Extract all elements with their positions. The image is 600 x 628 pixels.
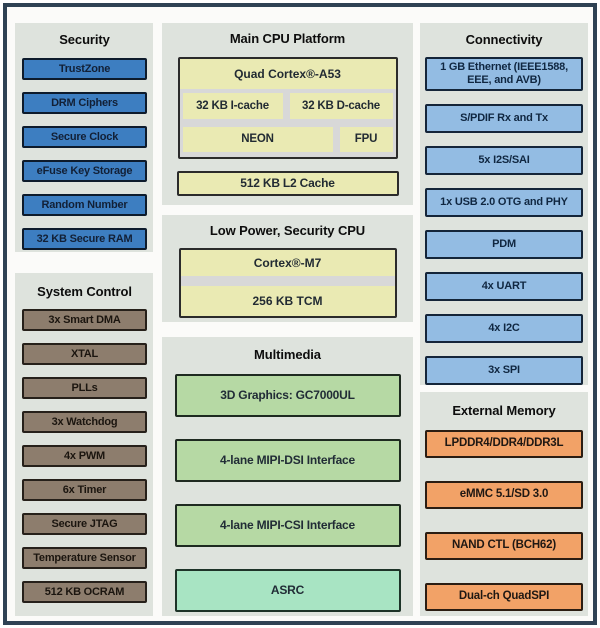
- connectivity-block: PDM: [425, 230, 583, 259]
- panel-connectivity: Connectivity 1 GB Ethernet (IEEE1588, EE…: [420, 23, 588, 385]
- multimedia-block: 4-lane MIPI-CSI Interface: [174, 504, 401, 547]
- connectivity-block: 4x I2C: [425, 314, 583, 343]
- external-memory-block: Dual-ch QuadSPI: [425, 583, 583, 611]
- multimedia-block-list: 3D Graphics: GC7000UL 4-lane MIPI-DSI Int…: [162, 374, 413, 612]
- connectivity-block: S/PDIF Rx and Tx: [425, 104, 583, 133]
- system-control-block: 3x Smart DMA: [22, 309, 147, 331]
- panel-system-control: System Control 3x Smart DMA XTAL PLLs 3x Wa…: [15, 273, 153, 616]
- low-power-panel-title: Low Power, Security CPU: [209, 223, 366, 238]
- external-memory-block: LPDDR4/DDR4/DDR3L: [425, 430, 583, 458]
- connectivity-block: 1 GB Ethernet (IEEE1588, EEE, and AVB): [425, 57, 583, 91]
- system-control-block-list: 3x Smart DMA XTAL PLLs 3x Watchdog 4x PWM 6x …: [22, 309, 147, 603]
- connectivity-block-list: 1 GB Ethernet (IEEE1588, EEE, and AVB) S/…: [425, 57, 583, 385]
- system-control-block: 512 KB OCRAM: [22, 581, 147, 603]
- icache-cell: 32 KB I-cache: [182, 93, 283, 119]
- external-memory-panel-title: External Memory: [452, 403, 556, 418]
- fpu-cell: FPU: [339, 126, 393, 152]
- system-control-block: Temperature Sensor: [22, 547, 147, 569]
- multimedia-block: 4-lane MIPI-DSI Interface: [174, 439, 401, 482]
- security-block: Secure Clock: [22, 126, 147, 148]
- security-block: 32 KB Secure RAM: [22, 228, 147, 250]
- external-memory-block: eMMC 5.1/SD 3.0: [425, 481, 583, 509]
- main-cpu-panel-title: Main CPU Platform: [229, 31, 346, 46]
- connectivity-block: 3x SPI: [425, 356, 583, 385]
- security-block: DRM Ciphers: [22, 92, 147, 114]
- multimedia-panel-title: Multimedia: [254, 347, 321, 362]
- right-column: Connectivity 1 GB Ethernet (IEEE1588, EE…: [420, 23, 588, 616]
- center-column: Main CPU Platform Quad Cortex®-A53 32 KB…: [162, 23, 413, 616]
- cpu-inner-grid: 32 KB I-cache 32 KB D-cache NEON FPU: [179, 89, 396, 157]
- divider-band: [180, 276, 395, 286]
- system-control-panel-title: System Control: [37, 284, 132, 299]
- dcache-cell: 32 KB D-cache: [289, 93, 393, 119]
- quad-cortex-a53-block: Quad Cortex®-A53 32 KB I-cache 32 KB D-c…: [177, 57, 398, 159]
- system-control-block: 3x Watchdog: [22, 411, 147, 433]
- panel-low-power-cpu: Low Power, Security CPU Cortex®-M7 256 K…: [162, 215, 413, 322]
- connectivity-panel-title: Connectivity: [465, 32, 543, 47]
- neon-fpu-row: NEON FPU: [182, 126, 393, 152]
- panel-external-memory: External Memory LPDDR4/DDR4/DDR3L eMMC 5.…: [420, 392, 588, 616]
- l2-cache-block: 512 KB L2 Cache: [176, 171, 399, 196]
- quad-cortex-a53-label: Quad Cortex®-A53: [234, 67, 341, 81]
- external-memory-block: NAND CTL (BCH62): [425, 532, 583, 560]
- security-block: eFuse Key Storage: [22, 160, 147, 182]
- panel-multimedia: Multimedia 3D Graphics: GC7000UL 4-lane M…: [162, 337, 413, 616]
- neon-cell: NEON: [182, 126, 333, 152]
- tcm-block: 256 KB TCM: [252, 294, 323, 308]
- security-panel-title: Security: [59, 32, 110, 47]
- cache-row: 32 KB I-cache 32 KB D-cache: [182, 93, 393, 119]
- cortex-m7-label: Cortex®-M7: [253, 256, 322, 270]
- connectivity-block: 4x UART: [425, 272, 583, 301]
- system-control-block: XTAL: [22, 343, 147, 365]
- multimedia-block: 3D Graphics: GC7000UL: [174, 374, 401, 417]
- connectivity-block: 5x I2S/SAI: [425, 146, 583, 175]
- multimedia-block: ASRC: [174, 569, 401, 612]
- connectivity-block: 1x USB 2.0 OTG and PHY: [425, 188, 583, 217]
- system-control-block: 4x PWM: [22, 445, 147, 467]
- panel-main-cpu: Main CPU Platform Quad Cortex®-A53 32 KB…: [162, 23, 413, 205]
- system-control-block: 6x Timer: [22, 479, 147, 501]
- system-control-block: Secure JTAG: [22, 513, 147, 535]
- security-block: Random Number: [22, 194, 147, 216]
- security-block: TrustZone: [22, 58, 147, 80]
- system-control-block: PLLs: [22, 377, 147, 399]
- cortex-m7-block: Cortex®-M7 256 KB TCM: [178, 248, 397, 318]
